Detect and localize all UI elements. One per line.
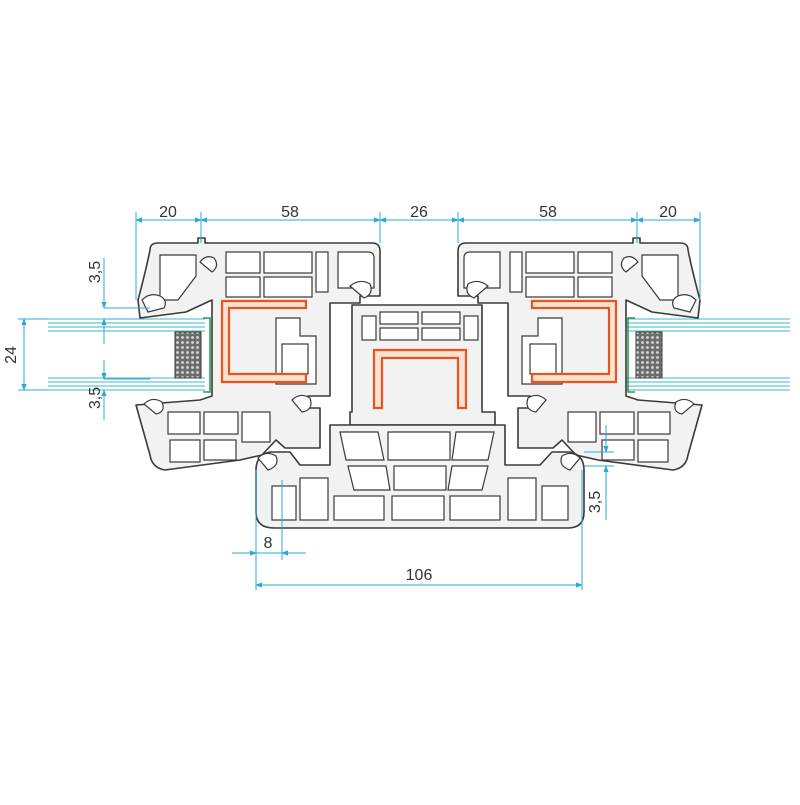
dim-label-top-4: 58 bbox=[539, 204, 557, 221]
spacer-desiccant-left bbox=[174, 331, 202, 379]
sash-profile-left bbox=[135, 237, 381, 471]
dim-label-left-glass: 24 bbox=[3, 346, 20, 364]
glass-pane-right-outer bbox=[622, 318, 790, 332]
dim-label-left-upper: 3,5 bbox=[87, 261, 104, 283]
dim-label-bottom-small: 8 bbox=[264, 535, 273, 552]
steel-reinforcement-left bbox=[220, 299, 308, 384]
dim-label-right-step: 3,5 bbox=[587, 491, 604, 513]
central-mullion bbox=[349, 304, 496, 426]
glass-pane-left-inner bbox=[48, 377, 205, 391]
bottom-frame-profile bbox=[255, 424, 585, 529]
glazing-seal-left bbox=[203, 317, 211, 393]
glass-pane-left-outer bbox=[48, 318, 205, 332]
steel-reinforcement-center bbox=[372, 348, 468, 410]
glass-pane-right-inner bbox=[622, 377, 790, 391]
sash-profile-right bbox=[457, 237, 703, 471]
dim-label-left-lower: 3,5 bbox=[87, 387, 104, 409]
dim-label-top-2: 58 bbox=[281, 204, 299, 221]
glazing-seal-right bbox=[627, 317, 635, 393]
gasket-set bbox=[141, 256, 697, 471]
dim-label-top-5: 20 bbox=[659, 204, 677, 221]
dimension-lines bbox=[18, 212, 701, 590]
dim-label-top-3: 26 bbox=[410, 204, 428, 221]
dim-label-bottom-total: 106 bbox=[406, 567, 433, 584]
spacer-desiccant-right bbox=[635, 331, 663, 379]
dim-label-top-1: 20 bbox=[159, 204, 177, 221]
